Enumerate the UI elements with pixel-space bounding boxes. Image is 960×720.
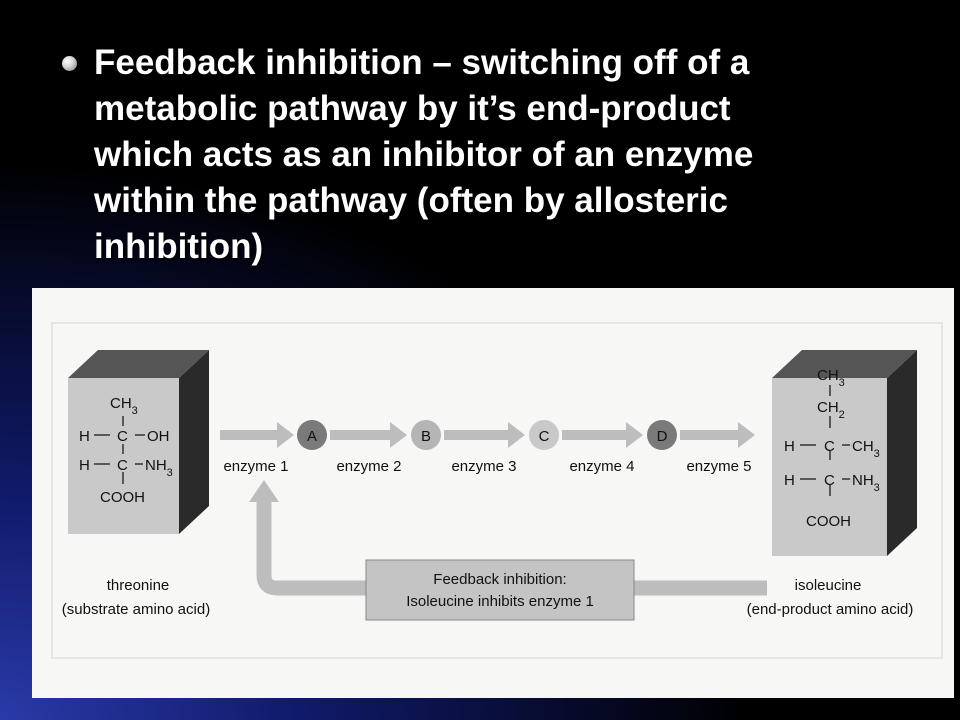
enzyme-label: enzyme 2: [336, 458, 401, 475]
node-label: A: [307, 428, 317, 445]
pathway-arrows: [220, 422, 755, 448]
bullet-dot-icon: [62, 56, 77, 71]
arrow-1: [220, 422, 294, 448]
bullet-line: Feedback inhibition – switching off of a: [94, 43, 750, 82]
formula-text: NH3: [145, 457, 173, 479]
formula-text: CH3: [852, 438, 880, 460]
formula-text: CH3: [817, 367, 845, 389]
formula-text: H: [784, 438, 795, 455]
formula-text: COOH: [806, 513, 851, 530]
figure-frame: [51, 322, 943, 659]
feedback-inhibition-diagram: CH3 H C OH H C NH3 COOH CH3 CH2 H C: [32, 288, 954, 698]
node-a: [297, 420, 327, 450]
enzyme-label: enzyme 1: [223, 458, 288, 475]
node-label: B: [421, 428, 431, 445]
arrow-5: [680, 422, 755, 448]
enzyme-label: enzyme 4: [569, 458, 634, 475]
bullet-text: Feedback inhibition – switching off of a…: [94, 40, 753, 270]
formula-text: NH3: [852, 472, 880, 494]
bullet-item: Feedback inhibition – switching off of a…: [62, 40, 922, 270]
product-box-front: [772, 378, 887, 556]
bullet-line: within the pathway (often by allosteric: [94, 181, 728, 220]
node-label: D: [657, 428, 668, 445]
feedback-box-bg: [365, 559, 635, 621]
formula-text: C: [824, 472, 835, 489]
substrate-box-front: [68, 378, 179, 534]
formula-text: C: [117, 457, 128, 474]
node-label: C: [539, 428, 550, 445]
bullet-line: metabolic pathway by it’s end-product: [94, 89, 731, 128]
bullet-text-block: Feedback inhibition – switching off of a…: [62, 40, 922, 270]
feedback-box: Feedback inhibition: Isoleucine inhibits…: [365, 559, 635, 621]
formula-text: H: [79, 457, 90, 474]
product-box-side: [887, 350, 917, 556]
feedback-subtitle: Isoleucine inhibits enzyme 1: [406, 593, 594, 610]
arrow-3: [444, 422, 525, 448]
bullet-line: inhibition): [94, 227, 264, 266]
formula-text: H: [784, 472, 795, 489]
substrate-box-side: [179, 350, 209, 534]
product-caption: (end-product amino acid): [747, 601, 914, 618]
formula-text: CH2: [817, 399, 845, 421]
arrow-4: [562, 422, 643, 448]
intermediate-nodes: A B C D: [297, 420, 677, 450]
enzyme-labels: enzyme 1 enzyme 2 enzyme 3 enzyme 4 enzy…: [223, 458, 751, 475]
product-name: isoleucine: [795, 577, 862, 594]
formula-text: CH3: [110, 395, 138, 417]
feedback-title: Feedback inhibition:: [433, 571, 566, 588]
arrow-2: [330, 422, 407, 448]
product-box: CH3 CH2 H C CH3 H C NH3 COOH: [772, 350, 917, 556]
substrate-caption: (substrate amino acid): [62, 601, 210, 618]
node-b: [411, 420, 441, 450]
substrate-box: CH3 H C OH H C NH3 COOH: [68, 350, 209, 534]
formula-text: C: [824, 438, 835, 455]
substrate-box-top: [68, 350, 209, 378]
formula-text: OH: [147, 428, 170, 445]
diagram-svg: CH3 H C OH H C NH3 COOH CH3 CH2 H C: [51, 322, 943, 659]
feedback-arrowhead: [249, 480, 279, 502]
substrate-name: threonine: [107, 577, 170, 594]
node-d: [647, 420, 677, 450]
formula-text: H: [79, 428, 90, 445]
product-box-top: [772, 350, 917, 378]
feedback-arrow: [256, 500, 767, 596]
enzyme-label: enzyme 3: [451, 458, 516, 475]
node-c: [529, 420, 559, 450]
enzyme-label: enzyme 5: [686, 458, 751, 475]
bullet-line: which acts as an inhibitor of an enzyme: [94, 135, 754, 174]
formula-text: COOH: [100, 489, 145, 506]
formula-text: C: [117, 428, 128, 445]
